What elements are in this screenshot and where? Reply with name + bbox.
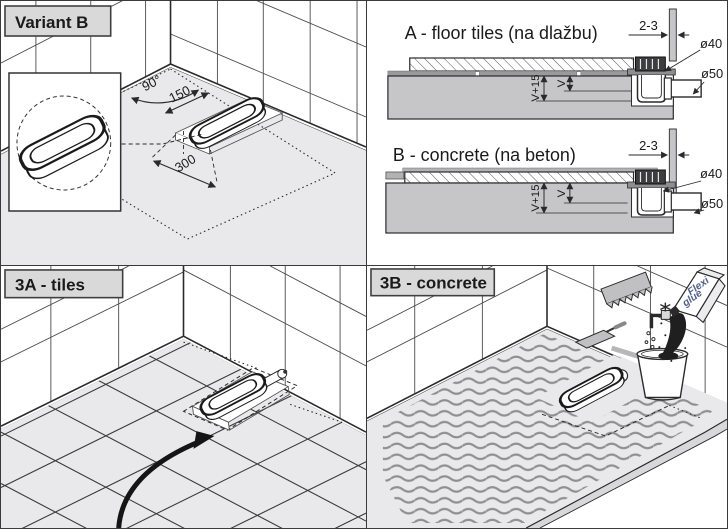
- panel-3b-concrete: Flexi glue 3B - concrete: [367, 266, 727, 528]
- wall-tile: [668, 8, 677, 62]
- svg-text:Variant B: Variant B: [15, 13, 88, 32]
- panel-variant-b: 90° 150 300 Variant B: [1, 1, 367, 266]
- dim-v15-a: V+15: [530, 74, 542, 101]
- drain-grate: [635, 169, 666, 185]
- drain-trough: [558, 366, 625, 413]
- dim-dia40-a: ø40: [700, 36, 722, 51]
- adhesive-strips: [387, 70, 634, 77]
- install-zone-dashed: [541, 404, 670, 437]
- section-a-title: A - floor tiles (na dlažbu): [405, 23, 598, 43]
- drain-trough: [188, 97, 267, 149]
- drain-trough-detail: [18, 114, 109, 180]
- drain-body: [636, 75, 702, 103]
- svg-text:3A - tiles: 3A - tiles: [15, 276, 85, 295]
- drain-trough: [199, 373, 268, 420]
- dim-v-a: V: [556, 79, 568, 87]
- section-a: A - floor tiles (na dlažbu) 2-3: [387, 8, 723, 120]
- detail-inset: [8, 72, 122, 212]
- svg-text:3B - concrete: 3B - concrete: [380, 274, 487, 293]
- faucet-icon: [649, 302, 671, 329]
- tile-layer: [409, 57, 635, 72]
- panel-label-3a: 3A - tiles: [4, 269, 124, 299]
- floor-corner-white: [540, 429, 727, 528]
- dim-dia50-a: ø50: [701, 66, 723, 81]
- concrete-slab: [387, 75, 674, 120]
- dim-gap-a: 2-3: [639, 18, 658, 33]
- screed-layer: [404, 171, 635, 184]
- dimensions: [121, 89, 218, 188]
- panel-label-3b: 3B - concrete: [370, 268, 496, 297]
- edge-tab: [385, 171, 405, 180]
- dim-v15-b: V+15: [530, 184, 542, 211]
- direction-arrow-icon: [116, 431, 215, 528]
- section-b: B - concrete (na beton) 2-3: [385, 128, 723, 234]
- section-b-title: B - concrete (na beton): [393, 145, 576, 165]
- drain-body: [636, 188, 702, 216]
- notched-trowel-icon: [600, 271, 653, 309]
- dim-gap-b: 2-3: [639, 138, 658, 153]
- panel-3a-tiles: 3A - tiles: [1, 266, 367, 528]
- panel-label-variant-b: Variant B: [4, 5, 112, 37]
- tiled-floor: [1, 339, 366, 528]
- margin-trowel-icon: [574, 321, 627, 349]
- drain-grate: [635, 56, 666, 72]
- concrete-slab: [385, 182, 674, 234]
- dim-dia40-b: ø40: [700, 166, 722, 181]
- panel-cross-sections: A - floor tiles (na dlažbu) 2-3: [367, 1, 727, 266]
- glue-bag-icon: Flexi glue: [669, 267, 726, 324]
- back-dotted-line: [183, 341, 343, 423]
- magnifier-circle-icon: [16, 95, 112, 191]
- screed-cap: [402, 167, 658, 173]
- dim-dia50-b: ø50: [701, 196, 723, 211]
- dim-v-b: V: [556, 189, 568, 197]
